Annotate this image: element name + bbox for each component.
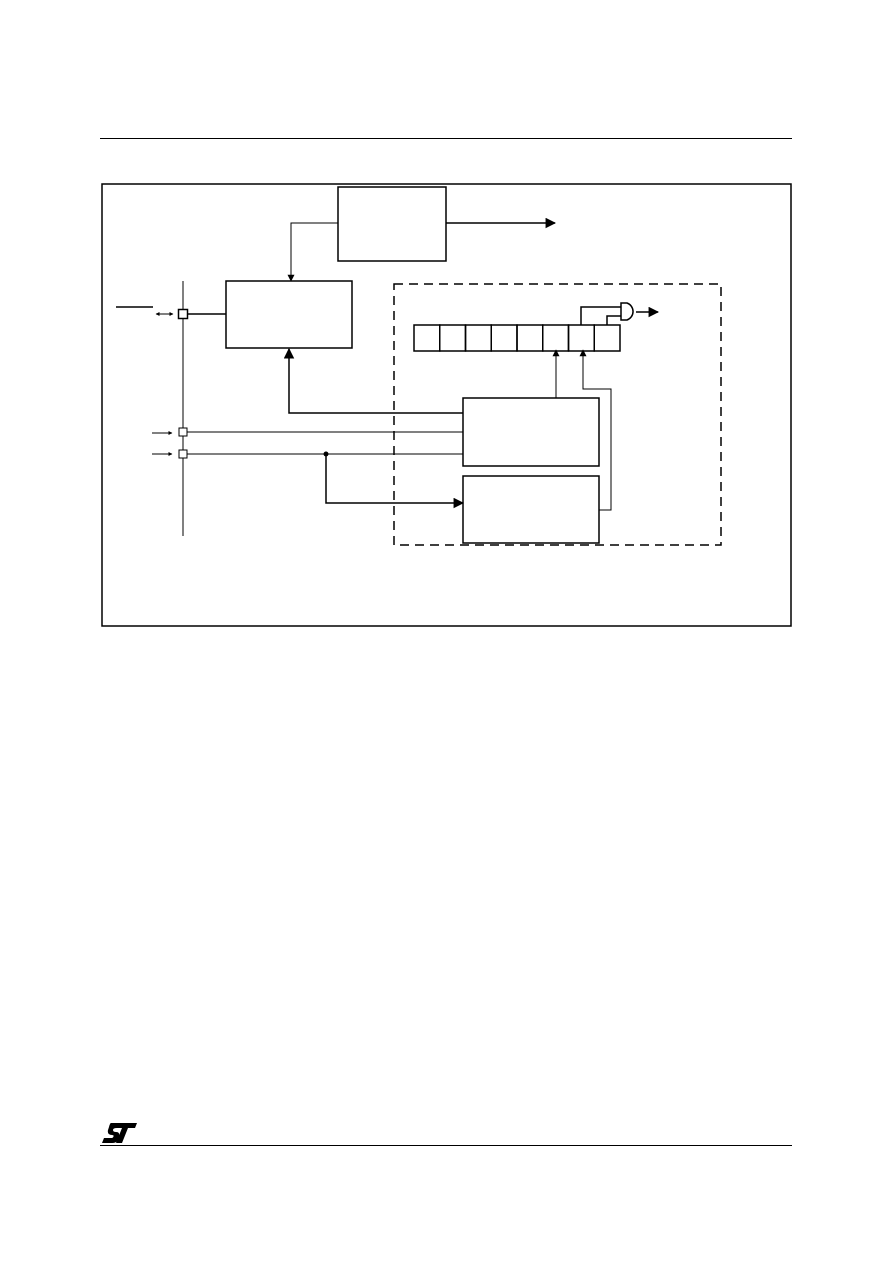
gate-input-line-1 [580,306,621,325]
gate-input-line-2 [606,315,621,325]
and-gate-icon [620,302,634,321]
pin3-to-lower-block-line [325,454,465,509]
control-to-left-block-line [283,347,463,414]
pin-square-1 [177,308,189,320]
lower-block-feedback-line [579,349,612,511]
left-block [225,280,353,349]
header-rule [100,138,792,139]
pin-square-3 [178,449,188,459]
register-bit-cell [464,324,492,352]
register-bit-cell [593,324,621,352]
figure-frame [101,183,792,627]
register-bit-cell [490,324,518,352]
st-logo-icon [102,1123,137,1143]
register-bit-cell [516,324,544,352]
control-block [462,397,600,467]
bit-register [413,324,621,352]
dashed-boundary [393,283,722,546]
footer-rule [100,1145,792,1146]
register-bit-cell [413,324,441,352]
lower-block [462,475,600,544]
pin-square-2 [178,427,188,437]
register-bit-cell [439,324,467,352]
register-bit-cell [542,324,570,352]
register-bit-cell [567,324,595,352]
top-block [337,186,447,262]
top-to-left-block-line [287,222,338,282]
